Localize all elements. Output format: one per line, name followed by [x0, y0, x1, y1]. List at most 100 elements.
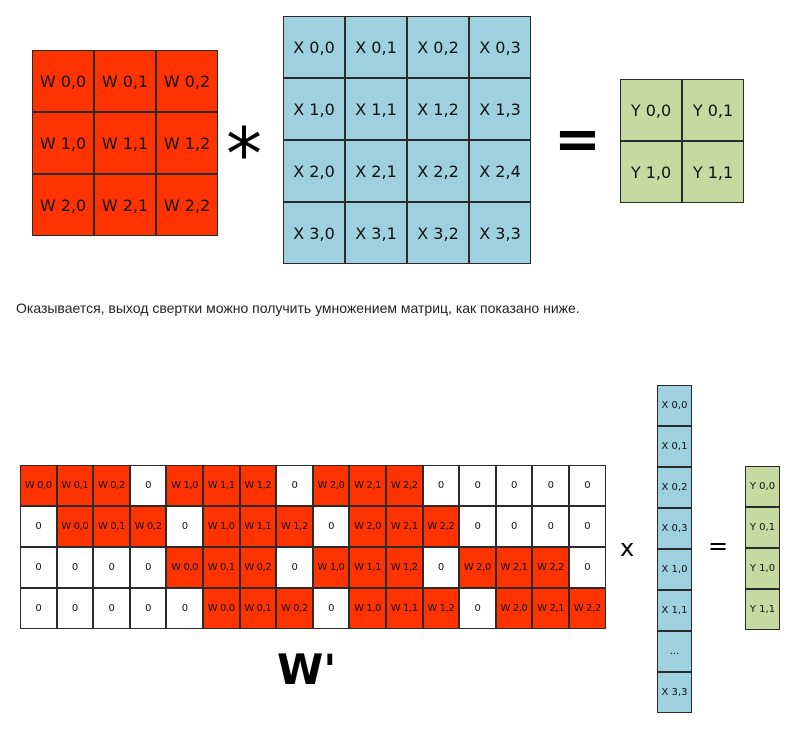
- input-cell: X 2,2: [407, 140, 469, 202]
- w-prime-cell: 0: [568, 547, 606, 588]
- w-prime-cell: W 0,2: [129, 506, 167, 547]
- w-prime-cell: W 0,0: [166, 547, 203, 588]
- weight-cell: W 1,1: [94, 112, 156, 174]
- w-prime-cell: 0: [93, 547, 130, 588]
- input-vector-cell: ...: [657, 631, 692, 672]
- w-prime-cell: W 0,0: [202, 588, 240, 629]
- input-cell: X 3,1: [345, 202, 407, 264]
- w-prime-cell: 0: [422, 547, 460, 588]
- w-prime-cell: 0: [568, 465, 606, 506]
- w-prime-cell: 0: [495, 465, 533, 506]
- w-prime-cell: W 1,1: [385, 588, 423, 629]
- output-cell: Y 1,1: [682, 141, 744, 203]
- w-prime-cell: 0: [532, 465, 569, 506]
- output-vector-cell: Y 1,1: [745, 589, 780, 630]
- output-vector-cell: Y 0,1: [745, 507, 780, 548]
- w-prime-cell: W 1,0: [312, 547, 350, 588]
- w-prime-cell: W 2,0: [459, 547, 496, 588]
- weight-cell: W 1,0: [32, 112, 94, 174]
- w-prime-cell: 0: [276, 547, 313, 588]
- input-cell: X 0,3: [469, 16, 531, 78]
- w-prime-cell: W 1,2: [276, 506, 313, 547]
- caption-text: Оказывается, выход свертки можно получит…: [16, 300, 580, 316]
- weight-cell: W 0,0: [32, 50, 94, 112]
- input-cell: X 2,0: [283, 140, 345, 202]
- input-vector-cell: X 1,1: [657, 590, 692, 631]
- w-prime-cell: 0: [20, 588, 57, 629]
- output-cell: Y 1,0: [620, 141, 682, 203]
- w-prime-cell: W 1,0: [202, 506, 240, 547]
- weight-cell: W 2,0: [32, 174, 94, 236]
- w-prime-cell: 0: [56, 588, 94, 629]
- w-prime-cell: W 0,1: [56, 465, 94, 506]
- w-prime-cell: W 2,2: [532, 547, 569, 588]
- input-cell: X 0,1: [345, 16, 407, 78]
- w-prime-cell: W 0,1: [202, 547, 240, 588]
- w-prime-cell: W 0,2: [276, 588, 313, 629]
- w-prime-cell: W 0,1: [239, 588, 277, 629]
- output-cell: Y 0,1: [682, 79, 744, 141]
- equals-sign-top: =: [554, 107, 601, 172]
- w-prime-cell: W 1,1: [239, 506, 277, 547]
- w-prime-cell: 0: [276, 465, 313, 506]
- w-prime-cell: W 0,2: [93, 465, 130, 506]
- w-prime-cell: 0: [532, 506, 569, 547]
- w-prime-cell: 0: [129, 465, 167, 506]
- weight-cell: W 0,1: [94, 50, 156, 112]
- w-prime-cell: W 1,2: [422, 588, 460, 629]
- w-prime-cell: W 1,1: [202, 465, 240, 506]
- w-prime-cell: W 2,1: [532, 588, 569, 629]
- w-prime-cell: 0: [56, 547, 94, 588]
- input-cell: X 1,0: [283, 78, 345, 140]
- output-vector-cell: Y 1,0: [745, 548, 780, 589]
- w-prime-cell: W 2,1: [349, 465, 386, 506]
- w-prime-cell: 0: [166, 588, 203, 629]
- w-prime-cell: W 2,2: [568, 588, 606, 629]
- w-prime-cell: 0: [422, 465, 460, 506]
- w-prime-cell: W 1,2: [385, 547, 423, 588]
- input-cell: X 1,2: [407, 78, 469, 140]
- w-prime-cell: W 2,0: [349, 506, 386, 547]
- w-prime-cell: W 0,0: [56, 506, 94, 547]
- w-prime-cell: 0: [495, 506, 533, 547]
- w-prime-cell: 0: [20, 506, 57, 547]
- w-prime-cell: 0: [459, 588, 496, 629]
- w-prime-cell: W 0,0: [20, 465, 57, 506]
- input-vector-cell: X 0,1: [657, 426, 692, 467]
- w-prime-label: W': [277, 645, 337, 694]
- w-prime-cell: W 0,2: [239, 547, 277, 588]
- w-prime-cell: 0: [20, 547, 57, 588]
- w-prime-cell: W 1,0: [349, 588, 386, 629]
- w-prime-cell: 0: [129, 547, 167, 588]
- input-vector-cell: X 3,3: [657, 672, 692, 713]
- input-cell: X 2,1: [345, 140, 407, 202]
- input-cell: X 0,0: [283, 16, 345, 78]
- input-vector-cell: X 0,3: [657, 508, 692, 549]
- input-cell: X 3,2: [407, 202, 469, 264]
- w-prime-cell: 0: [312, 588, 350, 629]
- w-prime-cell: W 0,1: [93, 506, 130, 547]
- weight-cell: W 2,1: [94, 174, 156, 236]
- w-prime-cell: W 2,0: [312, 465, 350, 506]
- equals-sign-bottom: =: [708, 532, 729, 560]
- w-prime-cell: 0: [459, 465, 496, 506]
- input-cell: X 3,3: [469, 202, 531, 264]
- w-prime-cell: W 2,1: [385, 506, 423, 547]
- input-cell: X 1,1: [345, 78, 407, 140]
- input-vector-cell: X 1,0: [657, 549, 692, 590]
- convolution-operator: *: [226, 112, 262, 196]
- output-vector-cell: Y 0,0: [745, 466, 780, 507]
- w-prime-cell: 0: [129, 588, 167, 629]
- w-prime-cell: W 2,2: [422, 506, 460, 547]
- input-vector-cell: X 0,2: [657, 467, 692, 508]
- w-prime-cell: 0: [568, 506, 606, 547]
- input-cell: X 1,3: [469, 78, 531, 140]
- input-cell: X 0,2: [407, 16, 469, 78]
- w-prime-cell: 0: [166, 506, 203, 547]
- weight-cell: W 0,2: [156, 50, 218, 112]
